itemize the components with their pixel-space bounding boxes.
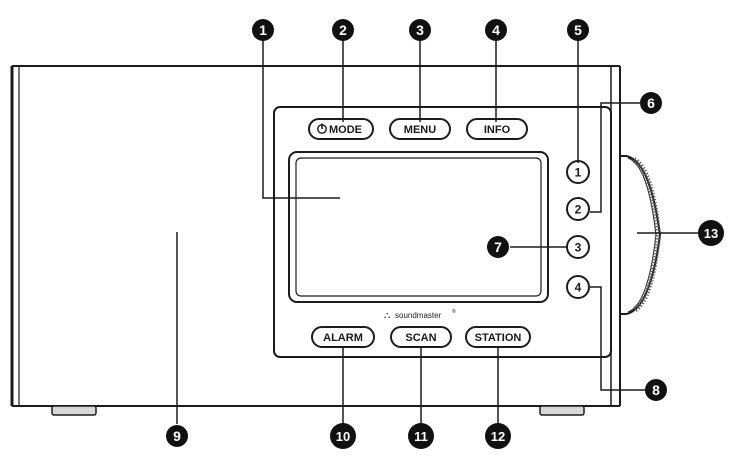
- callout-9: 9: [166, 425, 188, 447]
- svg-text:1: 1: [259, 22, 267, 38]
- callout-7: 7: [487, 236, 509, 258]
- scan-button[interactable]: SCAN: [390, 326, 452, 348]
- svg-text:6: 6: [647, 95, 655, 111]
- preset-button-3[interactable]: 3: [566, 235, 590, 259]
- mode-button[interactable]: MODE: [308, 118, 374, 140]
- svg-text:8: 8: [652, 382, 660, 398]
- svg-text:®: ®: [452, 308, 456, 315]
- brand-logo: ⛬ soundmaster ®: [384, 308, 456, 320]
- scan-label: SCAN: [405, 332, 436, 344]
- brand-name: soundmaster: [395, 311, 442, 320]
- callout-10: 10: [330, 423, 356, 449]
- preset-button-4[interactable]: 4: [566, 275, 590, 299]
- callout-13: 13: [698, 220, 724, 246]
- preset-label-1: 1: [575, 166, 582, 180]
- callout-5: 5: [567, 19, 589, 41]
- callout-11: 11: [408, 423, 434, 449]
- callout-12: 12: [485, 423, 511, 449]
- preset-button-1[interactable]: 1: [566, 160, 590, 184]
- station-button[interactable]: STATION: [465, 326, 531, 348]
- svg-text:12: 12: [491, 429, 505, 444]
- alarm-button[interactable]: ALARM: [311, 326, 375, 348]
- menu-label: MENU: [404, 124, 436, 136]
- control-panel: [273, 106, 612, 358]
- preset-label-3: 3: [575, 241, 582, 255]
- svg-text:4: 4: [492, 22, 500, 38]
- svg-text:⛬: ⛬: [384, 310, 390, 320]
- svg-text:5: 5: [574, 22, 582, 38]
- feet: [51, 405, 585, 416]
- svg-text:2: 2: [339, 22, 347, 38]
- callout-8: 8: [645, 379, 667, 401]
- svg-text:11: 11: [414, 429, 428, 444]
- alarm-label: ALARM: [323, 332, 363, 344]
- preset-label-4: 4: [575, 281, 582, 295]
- info-button[interactable]: INFO: [466, 118, 528, 140]
- callout-6: 6: [640, 92, 662, 114]
- svg-text:10: 10: [336, 429, 350, 444]
- mode-label: MODE: [329, 124, 362, 136]
- callout-4: 4: [485, 19, 507, 41]
- svg-text:13: 13: [704, 226, 718, 241]
- callout-3: 3: [409, 19, 431, 41]
- svg-text:9: 9: [173, 428, 181, 444]
- rotary-knob[interactable]: [619, 155, 662, 315]
- cabinet: [10, 65, 621, 407]
- info-label: INFO: [484, 124, 511, 136]
- display-inner: [295, 157, 542, 297]
- svg-text:7: 7: [494, 239, 502, 255]
- svg-text:3: 3: [416, 22, 424, 38]
- preset-label-2: 2: [575, 203, 582, 217]
- preset-button-2[interactable]: 2: [566, 197, 590, 221]
- station-label: STATION: [475, 332, 522, 344]
- leader-lines: [176, 40, 698, 424]
- callout-2: 2: [332, 19, 354, 41]
- display-outer: [288, 151, 549, 303]
- callout-1: 1: [252, 19, 274, 41]
